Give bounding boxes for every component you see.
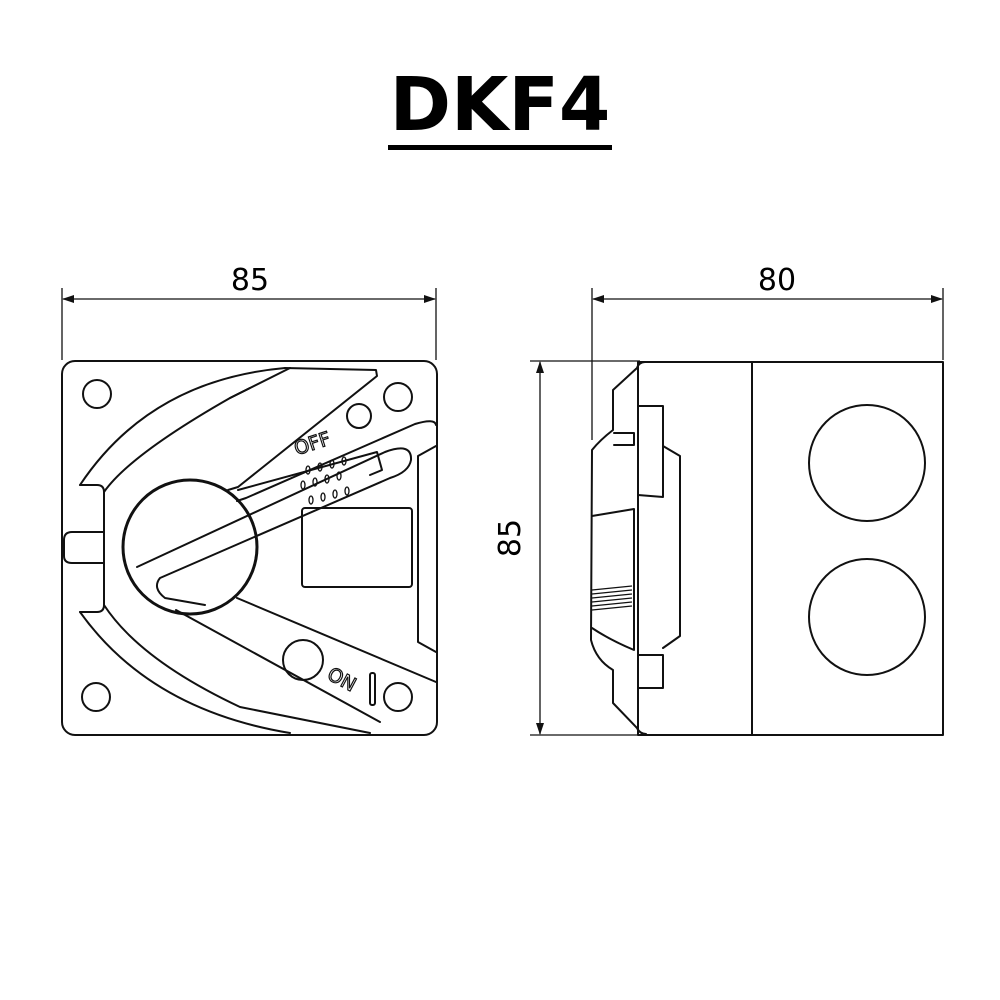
lower-sash-arc: [79, 611, 291, 734]
mounting-hole: [383, 382, 413, 412]
off-label: OFF: [291, 428, 333, 460]
side-depth-dimension: 80: [591, 263, 944, 440]
grip-ridges: [300, 456, 350, 505]
front-plate: [61, 360, 438, 736]
side-lower-block: [637, 654, 664, 689]
mounting-hole: [82, 379, 112, 409]
on-indicator-circle: [282, 639, 324, 681]
plate-notch: [79, 484, 105, 613]
drawing-title: DKF4: [387, 62, 613, 150]
side-height-dimension: 85: [493, 360, 640, 736]
handle-knob: [121, 478, 259, 616]
right-block: [417, 445, 437, 653]
indicator-window: [301, 507, 413, 588]
mounting-hole: [383, 682, 413, 712]
upper-sash: [227, 367, 378, 491]
off-symbol-icon: [346, 403, 372, 429]
side-view: [590, 361, 944, 736]
cable-knockout: [808, 558, 926, 676]
front-width-label: 85: [231, 263, 269, 298]
lower-sash-inner: [103, 604, 371, 734]
side-center-block: [662, 445, 681, 649]
handle-lever: [136, 447, 413, 606]
side-clip: [613, 432, 635, 446]
side-height-label: 85: [493, 519, 528, 557]
side-ridges: [591, 585, 633, 611]
on-label: ON: [324, 663, 360, 696]
side-upper-block: [637, 405, 664, 498]
on-symbol-icon: [369, 672, 376, 706]
upper-guide: [236, 420, 437, 502]
lower-guide-2: [175, 609, 381, 723]
side-tab: [63, 531, 104, 564]
upper-sash-inner: [103, 367, 291, 493]
enclosure-body: [637, 361, 944, 736]
lower-guide: [236, 597, 437, 683]
cable-knockout: [808, 404, 926, 522]
handle-profile: [590, 361, 647, 735]
lever-grip: [237, 451, 383, 491]
side-shaft: [591, 508, 635, 651]
side-depth-label: 80: [758, 263, 796, 298]
mounting-hole: [81, 682, 111, 712]
front-width-dimension: 85: [61, 263, 437, 360]
upper-sash-arc: [79, 367, 286, 486]
front-view: OFF ON: [61, 360, 438, 736]
